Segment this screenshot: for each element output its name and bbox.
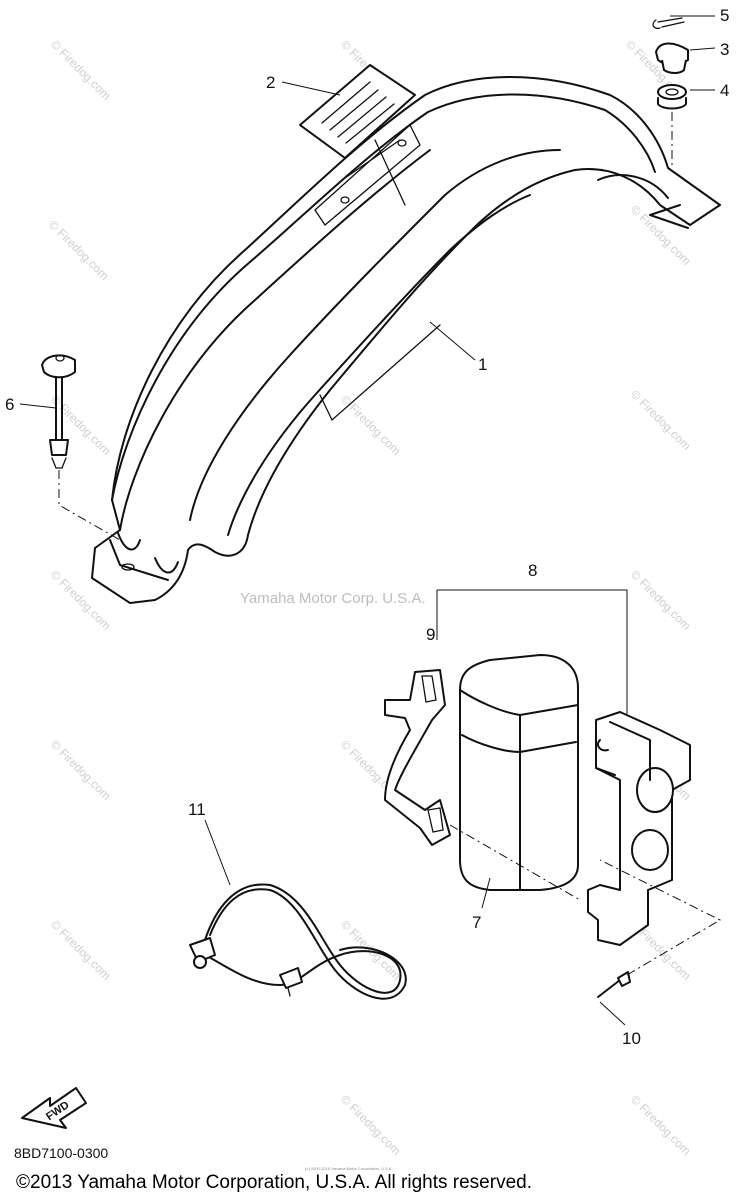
- callout-9[interactable]: 9: [426, 625, 435, 644]
- fine-print: (c) 2000-2016 Yamaha Motor Corporation, …: [305, 1166, 393, 1171]
- part-wire-harness[interactable]: [189, 819, 407, 1000]
- part-fender[interactable]: [91, 76, 721, 604]
- watermark-site: © Firedog.com: [46, 217, 112, 283]
- callout-5[interactable]: 5: [720, 6, 729, 25]
- callout-2[interactable]: 2: [266, 73, 275, 92]
- callout-4[interactable]: 4: [720, 81, 729, 100]
- watermark-site: © Firedog.com: [628, 1092, 694, 1158]
- drawing-number: 8BD7100-0300: [14, 1145, 108, 1161]
- callout-7[interactable]: 7: [472, 913, 481, 932]
- part-bracket[interactable]: [436, 589, 691, 946]
- watermark-site: © Firedog.com: [628, 567, 694, 633]
- callout-8[interactable]: 8: [528, 561, 537, 580]
- part-label-plate[interactable]: [299, 64, 416, 206]
- part-strap[interactable]: [384, 669, 451, 846]
- callout-6[interactable]: 6: [5, 395, 14, 414]
- copyright-notice: ©2013 Yamaha Motor Corporation, U.S.A. A…: [16, 1172, 532, 1193]
- watermark-site: © Firedog.com: [338, 1092, 404, 1158]
- watermark-site: © Firedog.com: [338, 392, 404, 458]
- callout-3[interactable]: 3: [720, 40, 729, 59]
- leader-lines: [19, 15, 716, 1026]
- part-bolt[interactable]: [41, 354, 121, 541]
- watermark-site: © Firedog.com: [48, 37, 114, 103]
- watermark-site: © Firedog.com: [628, 387, 694, 453]
- watermark-site: © Firedog.com: [48, 737, 114, 803]
- callout-10[interactable]: 10: [622, 1029, 641, 1048]
- part-container[interactable]: [459, 654, 579, 891]
- watermark-site: © Firedog.com: [48, 917, 114, 983]
- fwd-arrow-icon: FWD: [21, 1087, 87, 1129]
- watermark-corp: Yamaha Motor Corp. U.S.A.: [240, 590, 426, 607]
- part-hardware-top[interactable]: [652, 17, 689, 165]
- part-pin[interactable]: [449, 824, 722, 998]
- callout-numbers: 1 2 3 4 5 6 7 8 9 10 11: [5, 6, 729, 1048]
- callout-11[interactable]: 11: [188, 800, 206, 819]
- callout-1[interactable]: 1: [478, 355, 487, 374]
